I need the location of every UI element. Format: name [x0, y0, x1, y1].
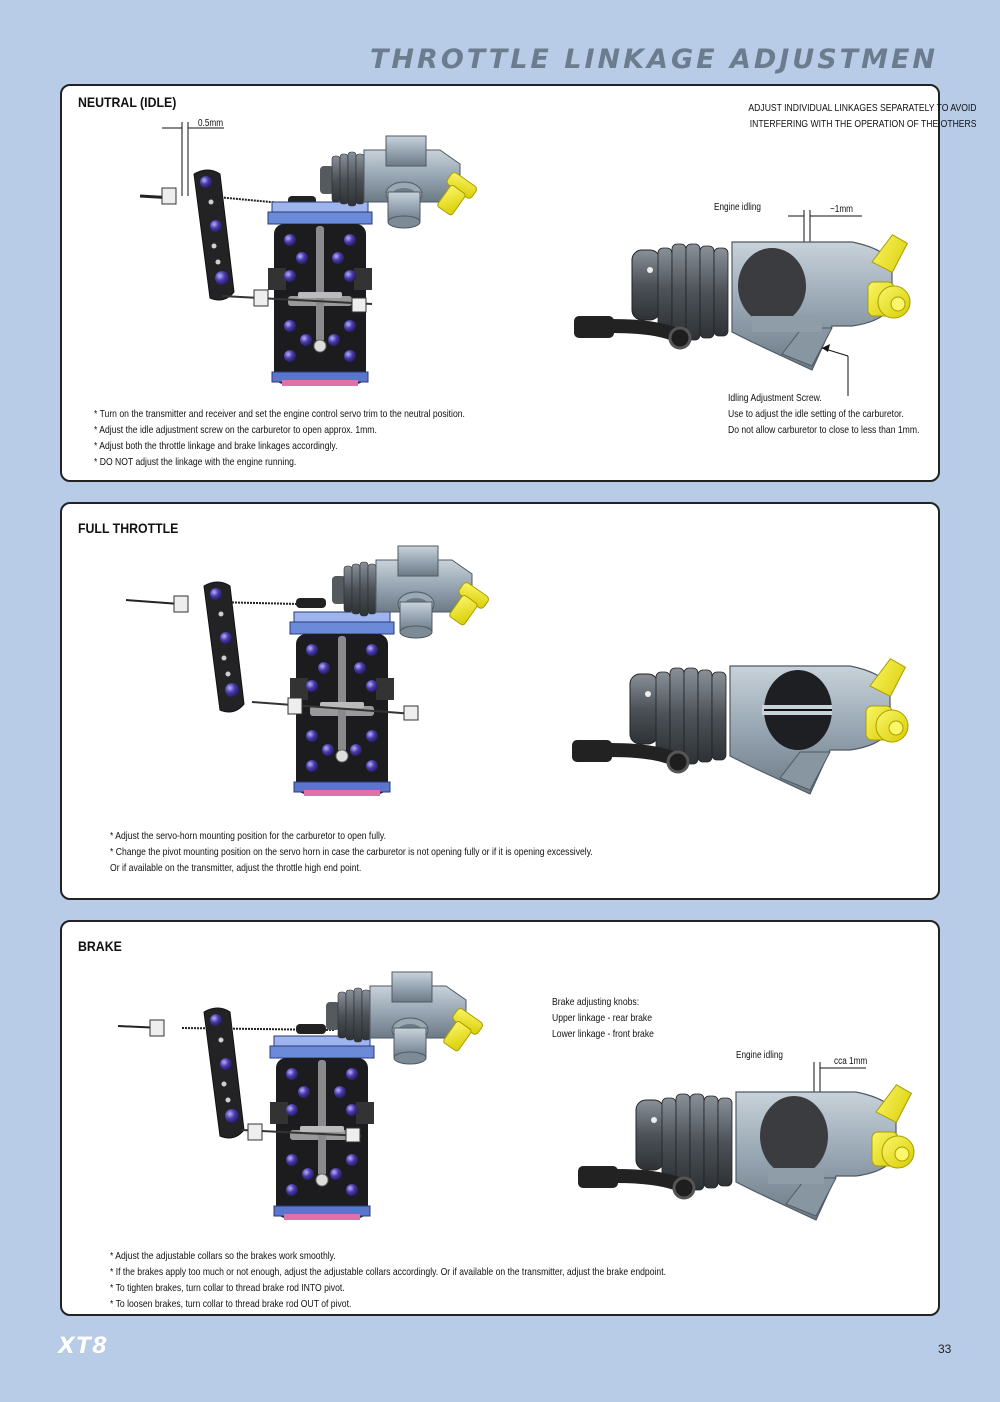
- instruction-line: * Adjust the adjustable collars so the b…: [110, 1250, 336, 1262]
- carburetor-view-full: [62, 504, 942, 902]
- top-warning-line: ADJUST INDIVIDUAL LINKAGES SEPARATELY TO…: [748, 102, 977, 114]
- idle-screw-line: Do not allow carburetor to close to less…: [728, 424, 920, 436]
- panel-brake: BRAKE Brake adjusting knobs: Upper linka…: [60, 920, 940, 1316]
- instructions-neutral: * Turn on the transmitter and receiver a…: [94, 406, 465, 470]
- linkage-diagram-full: [125, 545, 491, 797]
- instruction-line: * If the brakes apply too much or not en…: [110, 1266, 666, 1278]
- gap-label: 0.5mm: [198, 118, 224, 129]
- idle-screw-line: Use to adjust the idle setting of the ca…: [728, 408, 904, 420]
- instruction-line: * Adjust the servo-horn mounting positio…: [110, 830, 387, 842]
- panel-heading-neutral: NEUTRAL (IDLE): [78, 94, 177, 110]
- instruction-line: * Adjust the idle adjustment screw on th…: [94, 424, 377, 436]
- instruction-line: * Change the pivot mounting position on …: [110, 846, 593, 858]
- engine-idling-label: Engine idling: [714, 202, 761, 213]
- top-warning-note: ADJUST INDIVIDUAL LINKAGES SEPARATELY TO…: [745, 100, 977, 132]
- panel-heading-full-throttle: FULL THROTTLE: [78, 520, 179, 536]
- engine-idling-label: Engine idling: [736, 1050, 783, 1061]
- brake-knobs-line: Upper linkage - rear brake: [552, 1012, 653, 1024]
- top-warning-line: INTERFERING WITH THE OPERATION OF THE OT…: [749, 118, 977, 130]
- page-title: THROTTLE LINKAGE ADJUSTMEN: [370, 44, 938, 75]
- idle-gap-label: cca 1mm: [834, 1056, 868, 1067]
- panel-neutral: NEUTRAL (IDLE) 0.5mm ADJUST INDIVIDUAL L…: [60, 84, 977, 482]
- instructions-brake: * Adjust the adjustable collars so the b…: [110, 1248, 666, 1312]
- idle-screw-line: Idling Adjustment Screw.: [728, 392, 822, 404]
- instructions-full: * Adjust the servo-horn mounting positio…: [110, 828, 593, 876]
- instruction-line: Or if available on the transmitter, adju…: [110, 862, 362, 874]
- instruction-line: * To loosen brakes, turn collar to threa…: [110, 1298, 352, 1310]
- instruction-line: * To tighten brakes, turn collar to thre…: [110, 1282, 345, 1294]
- instruction-line: * Turn on the transmitter and receiver a…: [94, 408, 465, 420]
- idle-gap-label: ~1mm: [830, 204, 854, 215]
- linkage-diagram-neutral: [139, 122, 479, 387]
- brake-knobs-line: Brake adjusting knobs:: [552, 996, 640, 1008]
- instruction-line: * Adjust both the throttle linkage and b…: [94, 440, 338, 452]
- brake-knobs-line: Lower linkage - front brake: [552, 1028, 654, 1040]
- carburetor-view-brake: [62, 1062, 942, 1318]
- panel-heading-brake: BRAKE: [78, 938, 122, 954]
- carburetor-view-neutral: [62, 210, 942, 396]
- page-number: 33: [938, 1342, 952, 1356]
- idle-screw-note: Idling Adjustment Screw. Use to adjust t…: [728, 390, 919, 438]
- brand-logo: XT8: [58, 1334, 109, 1359]
- linkage-diagram-brake: [117, 971, 485, 1221]
- panel-full-throttle: FULL THROTTLE * Adjust the servo-horn mo…: [60, 502, 940, 900]
- instruction-line: * DO NOT adjust the linkage with the eng…: [94, 456, 297, 468]
- brake-knobs-note: Brake adjusting knobs: Upper linkage - r…: [552, 994, 654, 1042]
